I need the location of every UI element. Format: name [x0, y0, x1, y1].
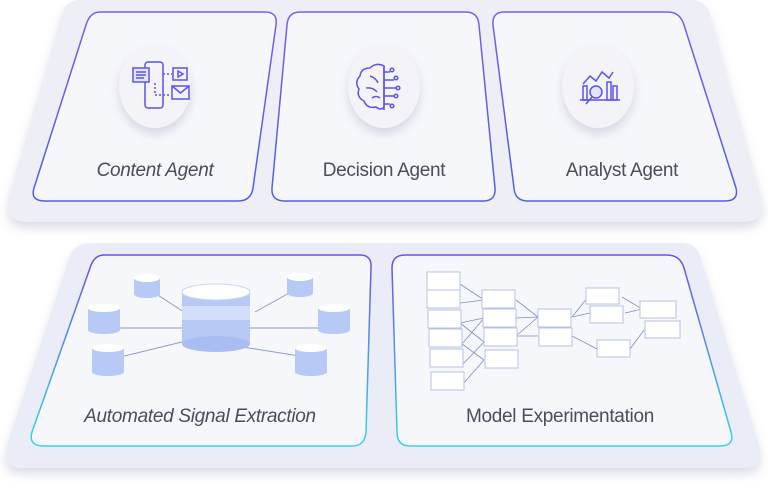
model-experimentation-label: Model Experimentation — [465, 406, 655, 427]
flow-network-icon — [426, 271, 681, 391]
database-network-icon — [88, 273, 350, 376]
signal-extraction-label: Automated Signal Extraction — [84, 406, 316, 427]
chart-magnifier-icon — [580, 70, 620, 105]
content-agent-label: Content Agent — [96, 160, 214, 181]
content-devices-icon — [132, 61, 190, 109]
analyst-agent-label: Analyst Agent — [565, 160, 679, 181]
brain-circuit-icon — [356, 63, 401, 110]
decision-agent-label: Decision Agent — [322, 160, 446, 181]
